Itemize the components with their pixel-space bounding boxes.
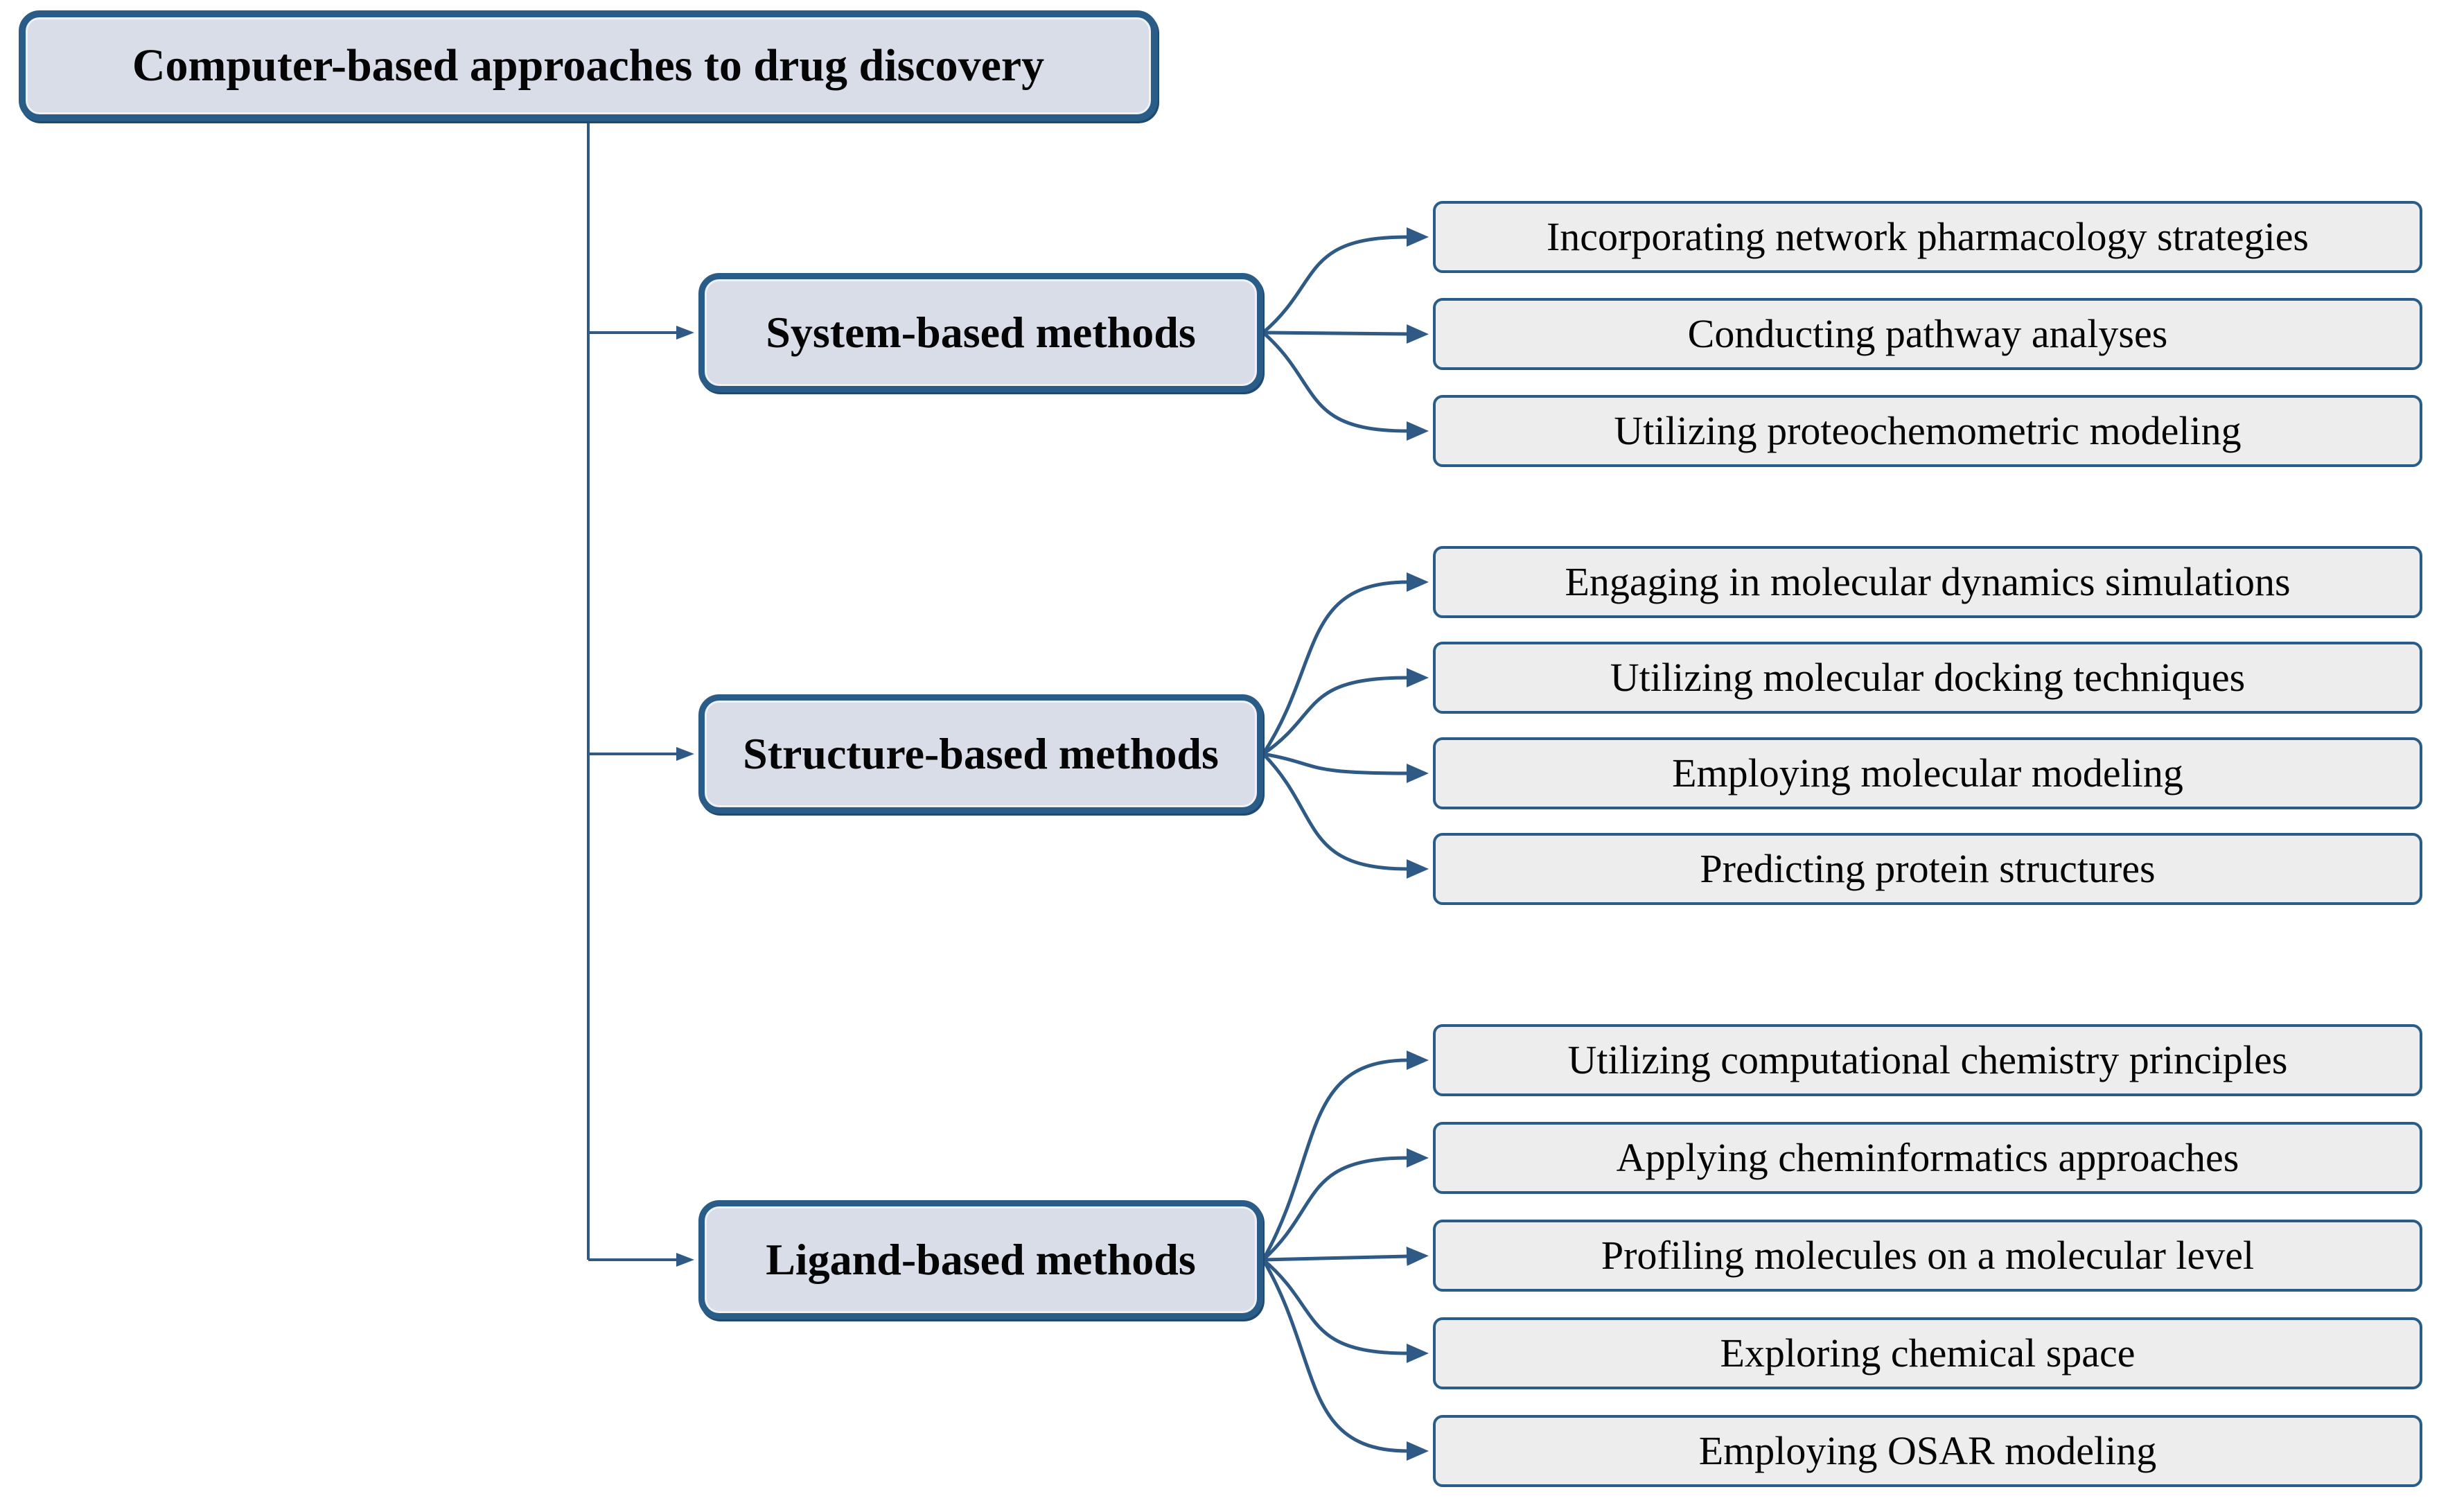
leaf-node: Conducting pathway analyses bbox=[1433, 298, 2422, 370]
leaf-node: Utilizing molecular docking techniques bbox=[1433, 642, 2422, 714]
leaf-node: Applying cheminformatics approaches bbox=[1433, 1122, 2422, 1194]
fan-curve bbox=[1262, 331, 1429, 441]
branch-node-structure-based: Structure-based methods bbox=[698, 694, 1263, 814]
fan-curve bbox=[1262, 668, 1429, 756]
leaf-node: Employing OSAR modeling bbox=[1433, 1415, 2422, 1487]
branch-node-ligand-based: Ligand-based methods bbox=[698, 1200, 1263, 1319]
fan-curve bbox=[1261, 1258, 1429, 1461]
fan-curve bbox=[1262, 1247, 1429, 1267]
branch-node-system-based: System-based methods bbox=[698, 273, 1263, 392]
fan-curve bbox=[1262, 753, 1429, 879]
fan-curve bbox=[1261, 1051, 1429, 1261]
root-node-title: Computer-based approaches to drug discov… bbox=[19, 10, 1158, 121]
fan-curve bbox=[1262, 227, 1429, 334]
fan-curve bbox=[1262, 1258, 1429, 1363]
leaf-node: Incorporating network pharmacology strat… bbox=[1433, 201, 2422, 273]
fan-curve bbox=[1262, 752, 1429, 783]
leaf-node: Predicting protein structures bbox=[1433, 833, 2422, 905]
fan-curve bbox=[1262, 324, 1429, 344]
fan-curve bbox=[1262, 1148, 1429, 1261]
leaf-node: Exploring chemical space bbox=[1433, 1317, 2422, 1389]
leaf-node: Utilizing proteochemometric modeling bbox=[1433, 395, 2422, 467]
leaf-node: Engaging in molecular dynamics simulatio… bbox=[1433, 546, 2422, 618]
leaf-node: Utilizing computational chemistry princi… bbox=[1433, 1024, 2422, 1096]
leaf-node: Profiling molecules on a molecular level bbox=[1433, 1220, 2422, 1292]
leaf-node: Employing molecular modeling bbox=[1433, 737, 2422, 809]
fan-curve bbox=[1261, 572, 1429, 755]
